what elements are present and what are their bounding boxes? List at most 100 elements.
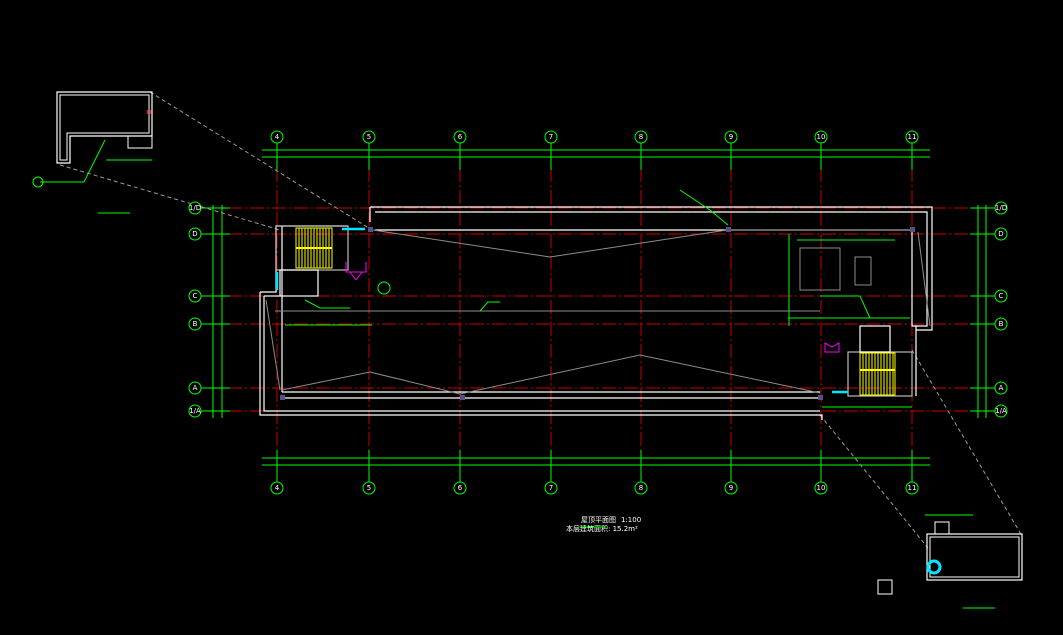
axis-label: 1/A — [189, 407, 201, 415]
axis-bubble-col-8: 8 — [634, 481, 648, 495]
axis-label: 11 — [908, 484, 917, 492]
axis-bubble-circle — [453, 130, 467, 144]
axis-bubble-circle — [724, 130, 738, 144]
axis-bubble-circle — [544, 130, 558, 144]
axis-bubble-col-6: 6 — [453, 481, 467, 495]
axis-bubble-col-9: 9 — [724, 481, 738, 495]
axis-label: 9 — [729, 484, 733, 492]
axis-label: B — [999, 320, 1004, 328]
axis-label: 6 — [458, 484, 463, 492]
axis-bubble-circle — [814, 130, 828, 144]
axis-bubble-circle — [994, 289, 1008, 303]
axis-bubble-col-6: 6 — [453, 130, 467, 144]
axis-bubble-row-1/D: 1/D — [994, 201, 1008, 215]
drawing-title-block: 屋顶平面图 1:100 本层建筑面积: 15.2m² — [566, 516, 641, 533]
axis-label: C — [999, 292, 1004, 300]
axis-label: C — [193, 292, 198, 300]
axis-bubbles: 4 4 5 5 6 6 7 7 8 8 9 9 10 10 11 11 1/D 1/D D D C C B B A A 1/A 1/A — [188, 130, 1008, 495]
axis-bubble-circle — [814, 481, 828, 495]
axis-lines — [228, 168, 975, 450]
detail-inset-top-left — [32, 91, 153, 214]
axis-bubble-col-10: 10 — [814, 130, 828, 144]
axis-label: A — [999, 384, 1004, 392]
axis-bubble-circle — [544, 481, 558, 495]
detail-inset-bottom-right — [877, 514, 1023, 609]
axis-bubble-circle — [994, 227, 1008, 241]
axis-label: 4 — [275, 484, 280, 492]
axis-ticks — [201, 143, 995, 482]
axis-bubble-row-C: C — [994, 289, 1008, 303]
axis-label: 8 — [639, 484, 643, 492]
doors — [345, 262, 840, 353]
axis-label: 10 — [817, 133, 826, 141]
axis-bubble-col-5: 5 — [362, 481, 376, 495]
axis-label: 4 — [275, 133, 280, 141]
detail-leader-lines — [59, 91, 1023, 549]
axis-bubble-circle — [905, 130, 919, 144]
axis-bubble-col-4: 4 — [270, 481, 284, 495]
axis-bubble-row-D: D — [994, 227, 1008, 241]
axis-bubble-row-1/A: 1/A — [188, 404, 202, 418]
axis-bubble-col-4: 4 — [270, 130, 284, 144]
axis-bubble-circle — [188, 227, 202, 241]
axis-bubble-circle — [994, 381, 1008, 395]
axis-bubble-circle — [188, 381, 202, 395]
axis-label: B — [193, 320, 198, 328]
axis-bubble-row-A: A — [994, 381, 1008, 395]
axis-label: 11 — [908, 133, 917, 141]
axis-bubble-col-8: 8 — [634, 130, 648, 144]
axis-label: 1/A — [995, 407, 1007, 415]
axis-bubble-circle — [362, 130, 376, 144]
axis-bubble-row-1/D: 1/D — [188, 201, 202, 215]
drawing-area-note: 本层建筑面积: 15.2m² — [566, 524, 638, 533]
axis-bubble-row-1/A: 1/A — [994, 404, 1008, 418]
dimension-lines — [212, 149, 987, 466]
axis-label: 7 — [549, 133, 553, 141]
axis-bubble-row-A: A — [188, 381, 202, 395]
axis-bubble-circle — [453, 481, 467, 495]
axis-bubble-col-7: 7 — [544, 481, 558, 495]
axis-bubble-circle — [188, 201, 202, 215]
axis-bubble-circle — [188, 289, 202, 303]
axis-bubble-circle — [724, 481, 738, 495]
axis-bubble-circle — [994, 404, 1008, 418]
axis-bubble-col-11: 11 — [905, 130, 919, 144]
axis-label: D — [192, 230, 197, 238]
axis-bubble-circle — [270, 481, 284, 495]
stair-left-treads — [298, 228, 330, 268]
axis-bubble-circle — [994, 201, 1008, 215]
axis-label: D — [998, 230, 1003, 238]
axis-bubble-row-C: C — [188, 289, 202, 303]
drawing-scale: 1:100 — [621, 516, 641, 524]
axis-bubble-col-9: 9 — [724, 130, 738, 144]
roof-drains — [280, 227, 915, 400]
roof-slope-lines — [265, 229, 931, 395]
axis-bubble-col-7: 7 — [544, 130, 558, 144]
axis-bubble-col-5: 5 — [362, 130, 376, 144]
axis-bubble-row-D: D — [188, 227, 202, 241]
axis-label: A — [193, 384, 198, 392]
axis-label: 10 — [817, 484, 826, 492]
axis-bubble-circle — [994, 317, 1008, 331]
axis-bubble-circle — [634, 481, 648, 495]
axis-label: 6 — [458, 133, 463, 141]
axis-bubble-circle — [362, 481, 376, 495]
axis-bubble-circle — [188, 317, 202, 331]
axis-bubble-circle — [905, 481, 919, 495]
axis-bubble-circle — [270, 130, 284, 144]
axis-bubble-row-B: B — [188, 317, 202, 331]
windows — [275, 227, 848, 394]
axis-bubble-circle — [634, 130, 648, 144]
axis-label: 9 — [729, 133, 733, 141]
drawing-title: 屋顶平面图 — [581, 516, 616, 524]
annotation-leaders — [304, 189, 871, 319]
axis-bubble-col-10: 10 — [814, 481, 828, 495]
axis-label: 5 — [367, 484, 371, 492]
axis-label: 7 — [549, 484, 553, 492]
axis-label: 5 — [367, 133, 371, 141]
axis-label: 1/D — [189, 204, 201, 212]
axis-label: 1/D — [995, 204, 1007, 212]
axis-label: 8 — [639, 133, 643, 141]
axis-bubble-col-11: 11 — [905, 481, 919, 495]
